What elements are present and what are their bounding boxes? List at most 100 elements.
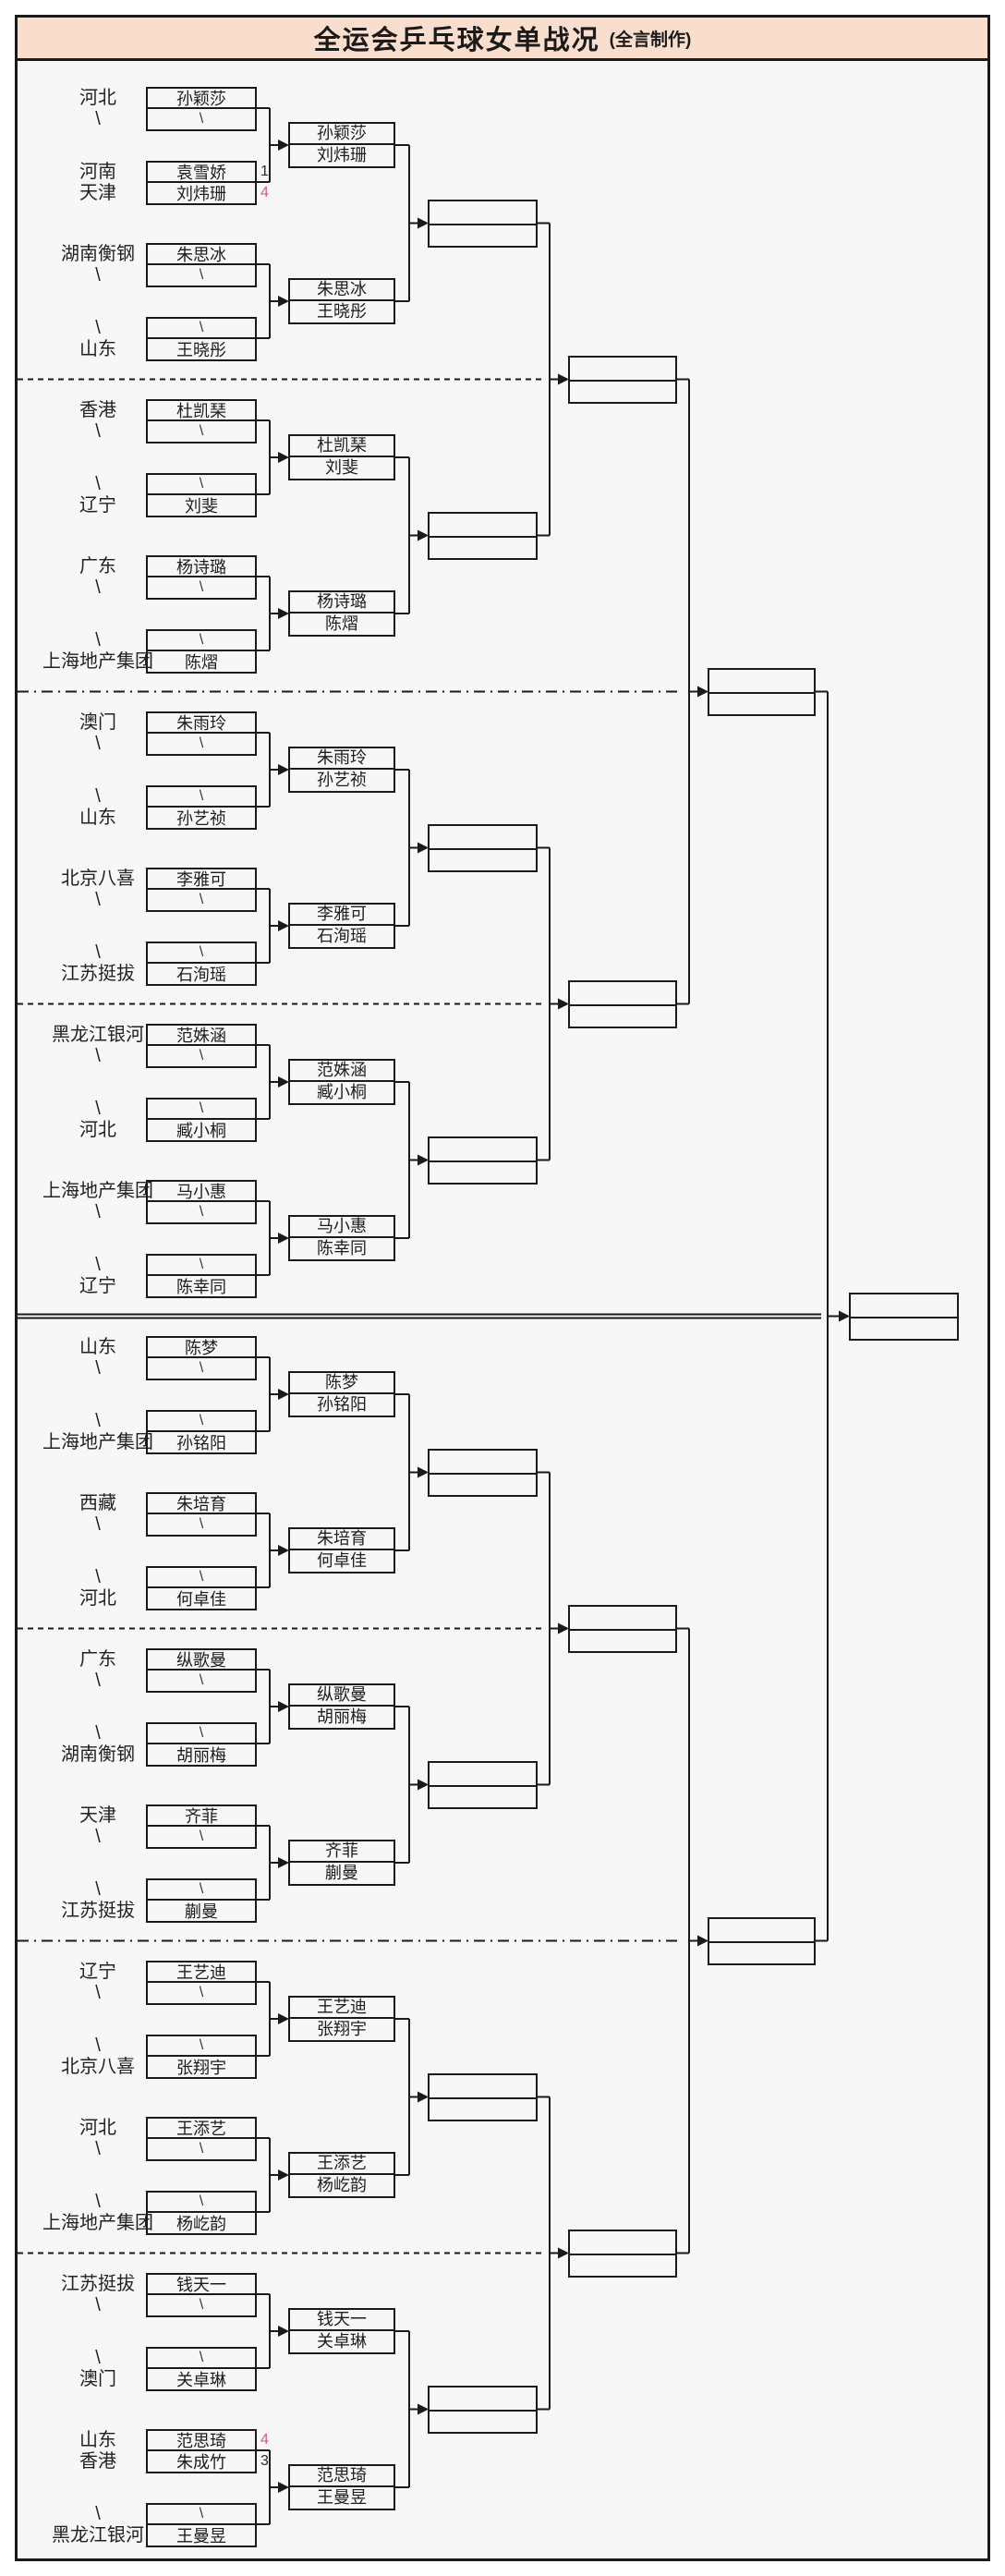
- round2-player: 王艺迪: [290, 1998, 394, 2019]
- round2-match-box: 范思琦王曼昱: [288, 2464, 395, 2510]
- semifinal-box: [708, 1916, 816, 1965]
- advance-arrow-icon: [418, 529, 429, 541]
- round2-match-box: 王添艺杨屹韵: [288, 2152, 395, 2198]
- player-box-empty: \: [146, 785, 257, 808]
- region-empty-mark: \: [95, 1879, 101, 1900]
- region-label: 河南: [79, 162, 116, 182]
- advance-arrow-icon: [558, 998, 569, 1010]
- region-label: 辽宁: [79, 495, 116, 516]
- advance-arrow-icon: [418, 217, 429, 229]
- player-box-empty: \: [146, 107, 257, 131]
- region-label: 天津: [79, 183, 116, 203]
- region-empty-mark: \: [95, 2504, 101, 2524]
- round2-player: 王添艺: [290, 2154, 394, 2175]
- round2-match-box: 杨诗璐陈熠: [288, 590, 395, 637]
- round2-player: 朱思冰: [290, 280, 394, 301]
- region-empty-mark: \: [95, 318, 101, 338]
- round2-match-box: 杜凯琹刘斐: [288, 434, 395, 480]
- advance-arrow-icon: [558, 1622, 569, 1634]
- region-label: 香港: [79, 400, 116, 420]
- round3-box-top-slot: [430, 826, 536, 850]
- round2-player: 杜凯琹: [290, 436, 394, 457]
- player-box: 马小惠: [146, 1180, 257, 1202]
- advance-arrow-icon: [418, 1779, 429, 1791]
- player-box-empty: \: [146, 2137, 257, 2161]
- quarterfinal-box-top-slot: [570, 982, 675, 1006]
- player-box: 臧小桐: [146, 1118, 257, 1142]
- region-label: 河北: [79, 88, 116, 108]
- region-label: 广东: [79, 1649, 116, 1670]
- region-empty-mark: \: [95, 474, 101, 494]
- round2-match-box: 齐菲蒯曼: [288, 1840, 395, 1886]
- advance-arrow-icon: [418, 2403, 429, 2415]
- player-box-empty: \: [146, 1200, 257, 1224]
- round2-player: 齐菲: [290, 1841, 394, 1863]
- round2-match-box: 钱天一关卓琳: [288, 2308, 395, 2354]
- player-box-empty: \: [146, 732, 257, 756]
- advance-arrow-icon: [278, 1857, 289, 1868]
- title-bar: 全运会乒乓球女单战况 (全言制作): [15, 15, 990, 61]
- round2-match-box: 朱雨玲孙艺祯: [288, 747, 395, 793]
- advance-arrow-icon: [278, 1389, 289, 1400]
- player-box-empty: \: [146, 2191, 257, 2213]
- region-empty-mark: \: [95, 1671, 101, 1691]
- round2-player: 钱天一: [290, 2310, 394, 2331]
- player-box-empty: \: [146, 1566, 257, 1588]
- advance-arrow-icon: [278, 2326, 289, 2337]
- round2-match-box: 孙颖莎刘炜珊: [288, 122, 395, 168]
- region-empty-mark: \: [95, 1255, 101, 1275]
- match-score-winner: 4: [260, 2432, 269, 2448]
- player-box-empty: \: [146, 1981, 257, 2005]
- round2-player: 王晓彤: [317, 302, 367, 321]
- player-box: 陈梦: [146, 1336, 257, 1358]
- player-box: 朱成竹: [146, 2449, 257, 2473]
- round2-player: 陈幸同: [317, 1239, 367, 1258]
- advance-arrow-icon: [278, 764, 289, 775]
- player-box: 张翔宇: [146, 2055, 257, 2079]
- player-box-empty: \: [146, 473, 257, 495]
- round3-box: [428, 199, 538, 248]
- round2-match-box: 朱培育何卓佳: [288, 1527, 395, 1574]
- advance-arrow-icon: [839, 1310, 850, 1322]
- round2-player: 朱雨玲: [290, 748, 394, 770]
- player-box: 何卓佳: [146, 1586, 257, 1610]
- quarterfinal-box: [568, 979, 677, 1028]
- round2-player: 何卓佳: [317, 1551, 367, 1570]
- player-box: 袁雪娇: [146, 161, 257, 183]
- region-label: 江苏挺拔: [61, 2274, 135, 2294]
- player-box: 孙铭阳: [146, 1430, 257, 1454]
- player-box-empty: \: [146, 888, 257, 912]
- advance-arrow-icon: [278, 920, 289, 931]
- region-empty-mark: \: [95, 2348, 101, 2368]
- region-label: 江苏挺拔: [61, 964, 135, 984]
- player-box-empty: \: [146, 2503, 257, 2525]
- round2-match-box: 范姝涵臧小桐: [288, 1059, 395, 1105]
- region-label: 北京八喜: [61, 2057, 135, 2077]
- round2-player: 杨屹韵: [317, 2176, 367, 2194]
- advance-arrow-icon: [278, 1076, 289, 1088]
- player-box-empty: \: [146, 1825, 257, 1849]
- player-box: 范思琦: [146, 2429, 257, 2451]
- player-box: 蒯曼: [146, 1899, 257, 1923]
- player-box: 刘炜珊: [146, 181, 257, 205]
- region-label: 山东: [79, 1337, 116, 1357]
- region-empty-mark: \: [95, 2192, 101, 2212]
- advance-arrow-icon: [278, 2013, 289, 2024]
- round2-player: 朱培育: [290, 1529, 394, 1550]
- region-empty-mark: \: [95, 1827, 101, 1847]
- region-empty-mark: \: [95, 1983, 101, 2003]
- region-label: 河北: [79, 1588, 116, 1609]
- round2-player: 杨诗璐: [290, 592, 394, 614]
- round3-box: [428, 1760, 538, 1809]
- round2-match-box: 李雅可石洵瑶: [288, 903, 395, 949]
- round2-player: 纵歌曼: [290, 1685, 394, 1707]
- semifinal-box: [708, 667, 816, 716]
- region-empty-mark: \: [95, 786, 101, 807]
- player-box-empty: \: [146, 1878, 257, 1901]
- region-label: 湖南衡钢: [61, 244, 135, 264]
- player-box-empty: \: [146, 1356, 257, 1380]
- round2-player: 范姝涵: [290, 1061, 394, 1082]
- quarterfinal-box-top-slot: [570, 1607, 675, 1631]
